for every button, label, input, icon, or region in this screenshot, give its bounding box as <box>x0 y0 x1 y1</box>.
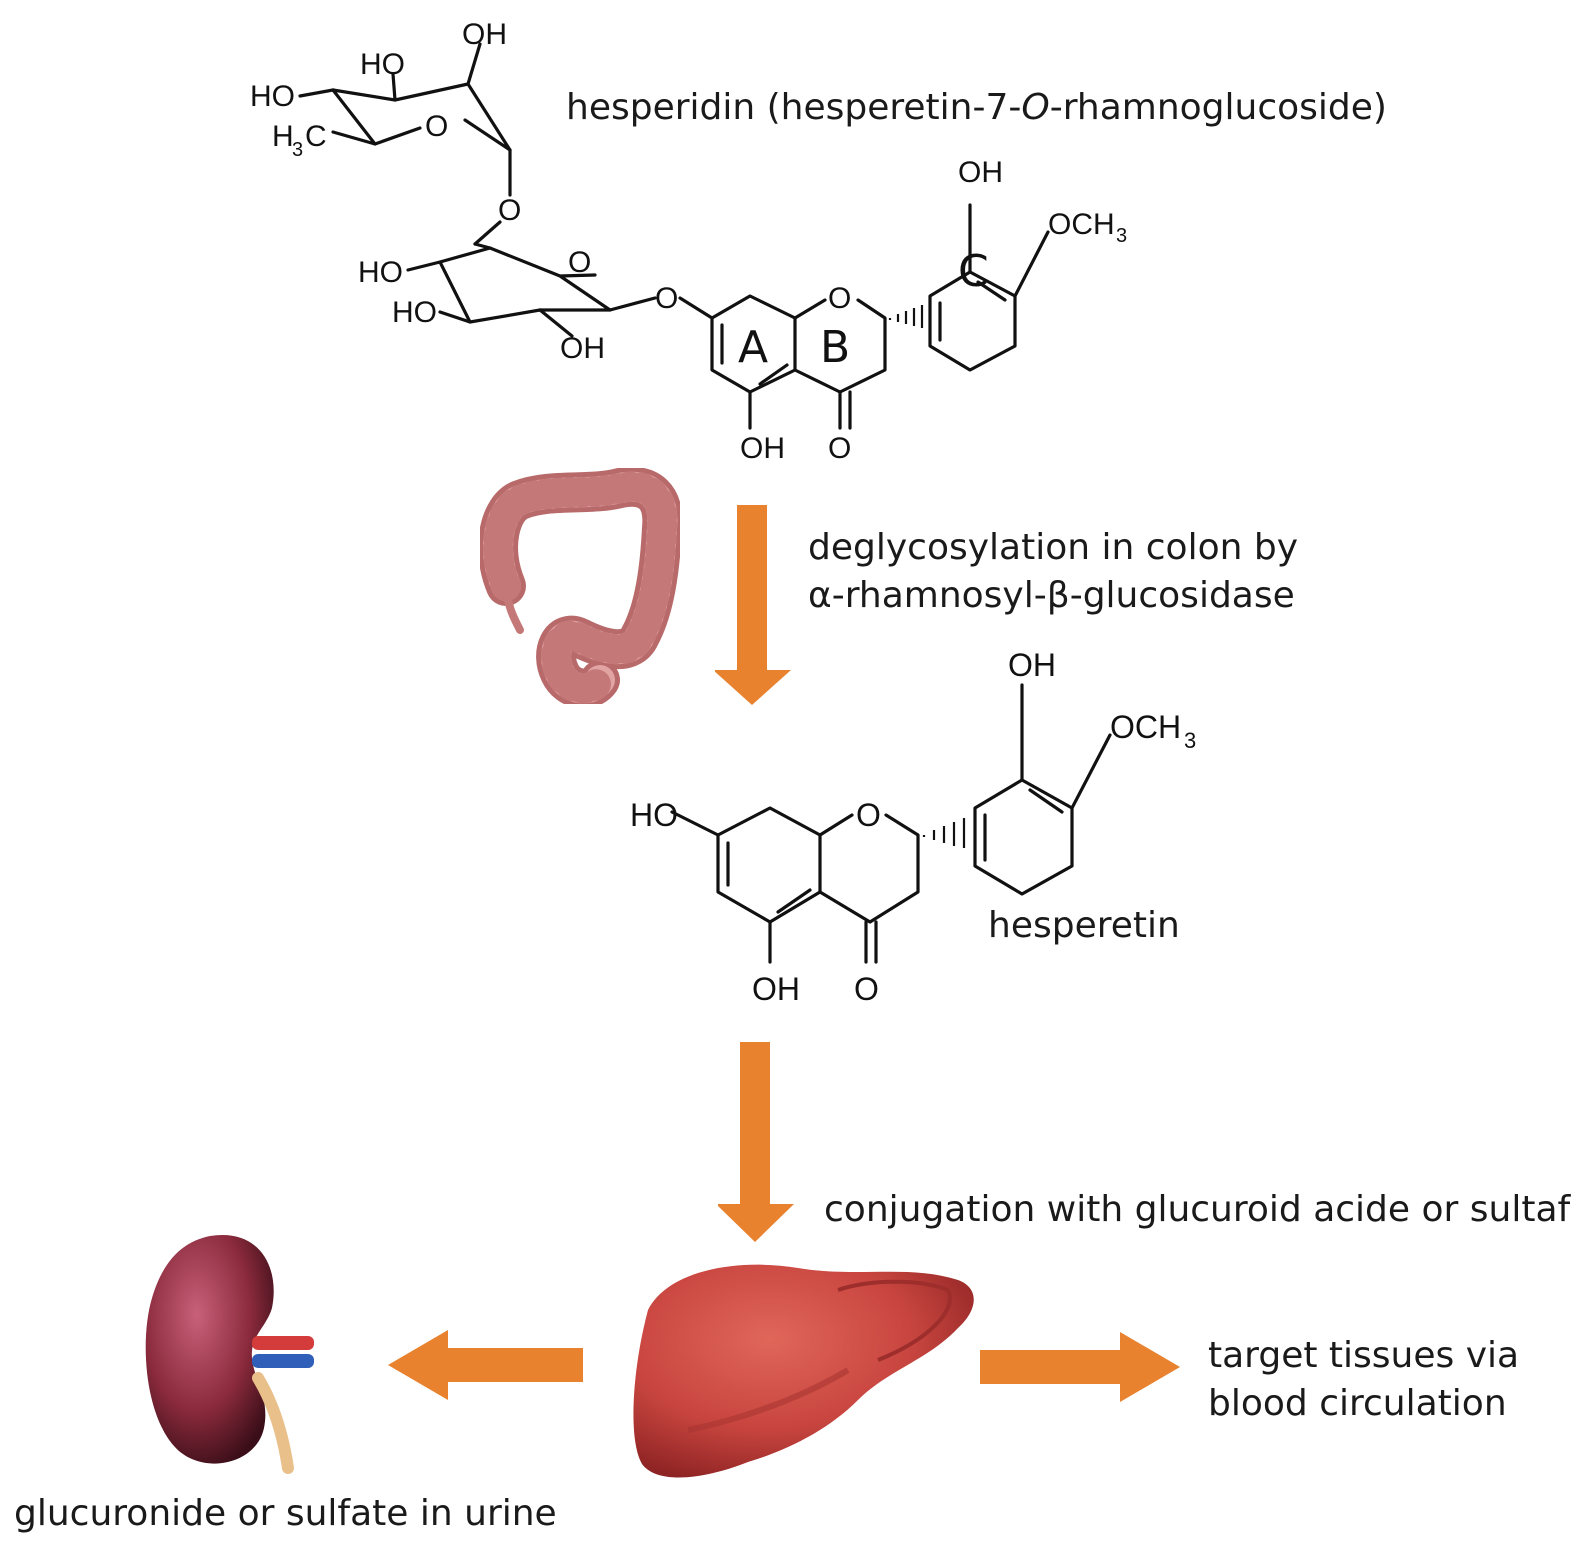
hesperetin-label: hesperetin <box>988 905 1180 946</box>
ring-a-label: A <box>738 322 768 373</box>
rhamnose-methyl-c: C <box>305 120 327 153</box>
ring-b-label: B <box>820 322 850 373</box>
deglycosylation-line2: α-rhamnosyl-β-glucosidase <box>808 575 1295 616</box>
hesperetin-keto-o: O <box>854 971 879 1007</box>
liver-icon <box>633 1264 974 1478</box>
deglycosylation-line1: deglycosylation in colon by <box>808 527 1299 568</box>
rhamnose-methyl-h: H <box>272 120 294 153</box>
arrow-right-target <box>980 1332 1180 1402</box>
arrow-down-conjugation <box>718 1042 794 1242</box>
aglycone-oh-5: OH <box>740 432 785 465</box>
arrow-left-kidney <box>388 1330 583 1400</box>
rhamnose-link-o: O <box>498 194 521 227</box>
conjugation-label: conjugation with glucuroid acide or sult… <box>824 1189 1571 1230</box>
glycoside-link-o: O <box>655 282 678 315</box>
hesperidin-label-part2: -rhamnoglucoside) <box>1049 87 1387 128</box>
rhamnose-oh-left: HO <box>250 80 295 113</box>
target-tissues-label: target tissues via blood circulation <box>1208 1332 1519 1428</box>
rhamnose-oh-mid: HO <box>360 48 405 81</box>
aglycone-och3: OCH <box>1048 208 1115 241</box>
rhamnose-ring-o: O <box>425 110 448 143</box>
rhamnose-methyl-sub: 3 <box>292 139 303 161</box>
deglycosylation-label: deglycosylation in colon by α-rhamnosyl-… <box>808 524 1298 620</box>
hesperetin-och3: OCH <box>1110 709 1181 745</box>
hesperetin-oh-5: OH <box>752 971 800 1007</box>
hesperetin-och3-sub: 3 <box>1184 728 1196 753</box>
glucose-oh-left: HO <box>358 256 403 289</box>
glucose-oh-lower: HO <box>392 296 437 329</box>
target-line2: blood circulation <box>1208 1383 1507 1424</box>
glucose-ring-o: O <box>568 246 591 279</box>
colon-icon <box>480 468 680 704</box>
hesperidin-label-part1: hesperidin (hesperetin-7- <box>566 87 1022 128</box>
hesperetin-ring-o: O <box>856 797 881 833</box>
target-line1: target tissues via <box>1208 1335 1520 1376</box>
aglycone-och3-sub: 3 <box>1116 225 1127 247</box>
ring-c-label: C <box>958 246 989 297</box>
aglycone-ring-o: O <box>828 282 851 315</box>
rhamnose-oh-top: OH <box>462 18 507 51</box>
hesperidin-label: hesperidin (hesperetin-7-O-rhamnoglucosi… <box>566 84 1387 132</box>
kidney-icon <box>145 1234 314 1474</box>
urine-label: glucuronide or sulfate in urine <box>14 1493 557 1534</box>
aglycone-oh-3p: OH <box>958 156 1003 189</box>
hesperetin-oh-3p: OH <box>1008 647 1056 683</box>
arrow-down-deglycosylation <box>715 505 791 705</box>
hesperetin-oh-7: HO <box>630 797 678 833</box>
aglycone-keto-o: O <box>828 432 851 465</box>
glucose-oh-bottom: OH <box>560 332 605 365</box>
hesperidin-label-italic: O <box>1021 87 1050 128</box>
